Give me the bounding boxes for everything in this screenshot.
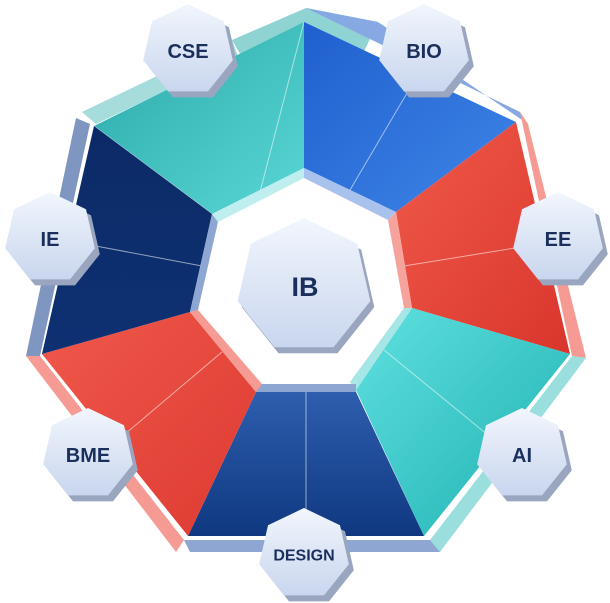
node-ai[interactable]: AI <box>477 408 572 502</box>
inner-strip-ee <box>388 212 412 308</box>
center-node-label: IB <box>292 272 319 302</box>
segment-ee <box>396 122 570 354</box>
inner-strip-ie <box>190 214 218 312</box>
node-ie[interactable]: IE <box>5 192 100 286</box>
node-label: AI <box>512 445 532 467</box>
node-shape <box>477 408 567 496</box>
inner-strip-bio <box>304 168 396 220</box>
node-label: CSE <box>167 41 208 63</box>
segment-ie <box>42 126 212 354</box>
node-shape <box>379 4 469 92</box>
node-shape <box>43 408 133 496</box>
segment-bio <box>304 22 516 212</box>
inner-strip-ai <box>350 308 412 390</box>
center-node-shape <box>237 218 371 348</box>
node-ee[interactable]: EE <box>513 192 608 286</box>
node-label: BME <box>66 445 110 467</box>
node-bio[interactable]: BIO <box>379 4 474 98</box>
inner-strip-bme <box>190 310 262 392</box>
outer-nodes: CSE BIO EE AI DESIGN BME IE <box>5 4 608 602</box>
node-design[interactable]: DESIGN <box>259 508 354 602</box>
node-cse[interactable]: CSE <box>143 4 238 98</box>
node-label: IE <box>41 229 60 251</box>
node-label: EE <box>545 229 572 251</box>
segment-cse <box>94 22 304 214</box>
segment-ai <box>356 308 570 536</box>
node-shape <box>5 192 95 280</box>
node-shape <box>259 508 349 596</box>
node-shape <box>513 192 603 280</box>
inner-strip-cse <box>212 168 304 222</box>
node-bme[interactable]: BME <box>43 408 138 502</box>
inner-strip-design <box>256 384 356 392</box>
node-label: DESIGN <box>273 548 334 565</box>
node-label: BIO <box>406 41 442 63</box>
node-shape <box>143 4 233 92</box>
segments <box>42 21 570 536</box>
center-node[interactable]: IB <box>237 218 375 354</box>
